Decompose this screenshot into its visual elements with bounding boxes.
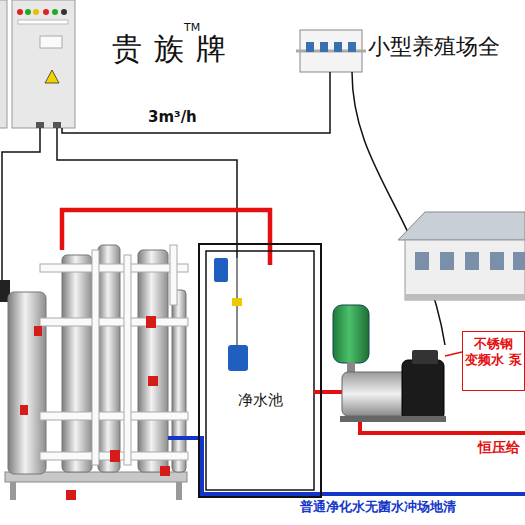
valve <box>110 450 120 462</box>
building-wall <box>405 240 525 300</box>
leader-line <box>445 352 462 356</box>
pipe-label: 恒压给 <box>478 440 520 454</box>
brand-title: 贵族牌 <box>112 34 238 64</box>
flow-rate: 3m³/h <box>148 110 197 125</box>
pvc-pipe <box>40 264 188 272</box>
label-plate <box>40 36 62 48</box>
cable-gland <box>36 122 44 128</box>
control-wire <box>2 128 40 282</box>
pump-motor <box>402 360 444 420</box>
tank-wall <box>206 251 314 490</box>
cable-gland <box>53 122 61 128</box>
valve <box>160 466 170 476</box>
power-wire <box>62 72 330 133</box>
filter-column <box>98 245 120 472</box>
breaker-toggle <box>320 42 328 52</box>
control-cabinet <box>0 0 7 128</box>
indicator-light <box>17 9 23 15</box>
building-base <box>405 294 525 300</box>
control-wire <box>57 128 237 258</box>
building-window <box>440 252 454 270</box>
breaker-toggle <box>348 42 356 52</box>
filter-column <box>138 250 168 472</box>
water-tank: 净水池 <box>198 243 322 498</box>
valve <box>148 376 158 386</box>
node-label: 不锈钢 变频水 泵 <box>463 336 524 369</box>
pipe-label: 普通净化水无菌水冲场地清 <box>300 500 456 513</box>
pvc-pipe <box>40 412 188 420</box>
valve <box>66 490 76 500</box>
pressure-tank <box>333 305 369 363</box>
indicator-light <box>43 9 49 15</box>
filter-column <box>62 255 92 472</box>
pump-body <box>342 372 408 416</box>
float-switch <box>214 258 228 282</box>
water-pipe <box>168 438 525 494</box>
indicator-light <box>25 9 31 15</box>
label-plate <box>18 20 68 24</box>
indicator-light <box>61 9 67 15</box>
pvc-pipe <box>124 255 131 465</box>
building-window <box>465 252 479 270</box>
pump-controller <box>412 350 438 364</box>
indicator-light <box>52 9 58 15</box>
pvc-pipe <box>170 245 177 305</box>
power-wire <box>352 72 445 345</box>
trademark-mark: TM <box>184 22 200 33</box>
building-window <box>490 252 504 270</box>
equipment-leg <box>176 482 182 500</box>
float-weight <box>232 298 242 306</box>
valve <box>146 316 156 328</box>
warning-sign <box>45 70 59 83</box>
valve <box>20 405 28 415</box>
breaker-toggle <box>334 42 342 52</box>
pipe-fitting <box>347 362 355 372</box>
equipment-leg <box>10 482 16 500</box>
control-cabinet <box>12 0 75 128</box>
pump-base <box>340 416 446 422</box>
pvc-pipe <box>40 318 188 326</box>
valve <box>34 326 42 336</box>
indicator-light <box>33 9 39 15</box>
pvc-pipe <box>92 250 99 465</box>
float-switch <box>228 345 248 371</box>
building-roof <box>398 212 525 240</box>
building-window <box>513 252 525 270</box>
callout-box: 不锈钢 变频水 泵 <box>462 331 525 391</box>
building-window <box>415 252 429 270</box>
filter-column <box>172 290 186 472</box>
device-label: 小型养殖场全 <box>368 36 500 58</box>
node-label: 净水池 <box>200 391 320 410</box>
breaker-toggle <box>306 42 314 52</box>
